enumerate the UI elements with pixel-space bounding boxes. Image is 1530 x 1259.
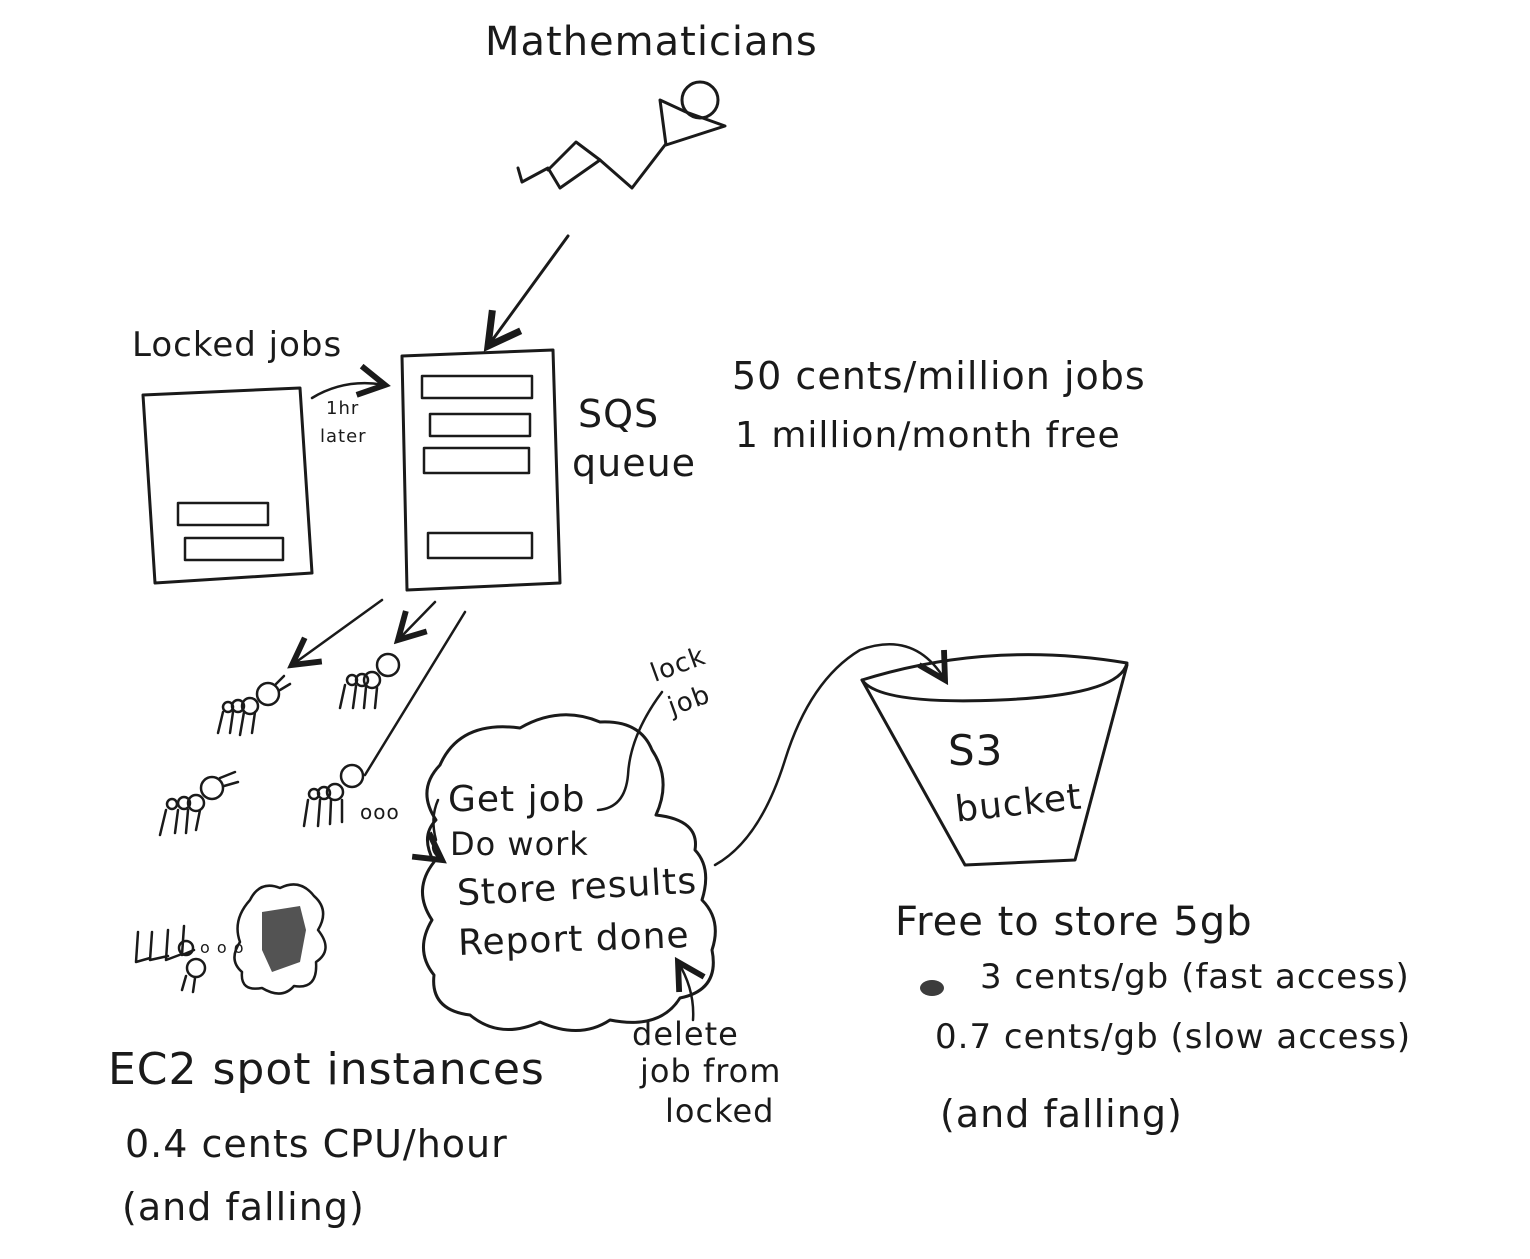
delete-arrow — [678, 962, 693, 1022]
sqs-price-line2: 1 million/month free — [735, 415, 1121, 456]
delete-note-line2: job from — [640, 1052, 782, 1090]
sqs-label-line2: queue — [572, 441, 697, 485]
mathematicians-label: Mathematicians — [485, 19, 818, 65]
scribble-bullet-icon — [920, 980, 944, 996]
sqs-price-line1: 50 cents/million jobs — [732, 354, 1146, 398]
workflow-step-report-done: Report done — [457, 914, 691, 965]
requeue-arrow — [310, 383, 385, 400]
worker-group-3-icon — [158, 770, 240, 837]
locked-jobs-box — [141, 386, 314, 585]
worker-group-2-icon — [338, 652, 401, 710]
delete-note-line3: locked — [665, 1092, 775, 1130]
ec2-crashed-dots: o o o — [200, 938, 245, 957]
workflow-cloud — [421, 713, 717, 1032]
dispatch-arrow-1 — [292, 598, 384, 665]
ec2-title: EC2 spot instances — [108, 1044, 545, 1095]
sqs-label-line1: SQS — [578, 392, 660, 436]
s3-free-label: Free to store 5gb — [895, 899, 1253, 945]
workflow-step-do-work: Do work — [450, 825, 589, 863]
lock-job-pointer — [596, 690, 664, 812]
crashed-worker-icon — [134, 924, 207, 994]
s3-fast-access-price: 3 cents/gb (fast access) — [980, 957, 1410, 997]
locked-jobs-label: Locked jobs — [132, 325, 343, 365]
store-results-arrow — [713, 643, 945, 867]
sqs-queue-box — [400, 348, 562, 592]
dispatch-arrow-3 — [363, 610, 467, 777]
loop-brace — [433, 798, 442, 860]
ec2-worker-dots: ooo — [360, 800, 400, 824]
workflow-step-get-job: Get job — [448, 779, 586, 820]
delete-note-line1: delete — [632, 1015, 739, 1053]
requeue-note-line2: later — [320, 426, 367, 447]
ec2-price: 0.4 cents CPU/hour — [125, 1122, 508, 1166]
s3-slow-access-price: 0.7 cents/gb (slow access) — [935, 1017, 1412, 1057]
mathematician-figure-icon — [516, 80, 727, 190]
s3-falling-note: (and falling) — [940, 1092, 1183, 1136]
ec2-falling-note: (and falling) — [122, 1185, 365, 1229]
s3-bucket-icon — [860, 653, 1129, 867]
submit-arrow — [488, 234, 570, 346]
explosion-cloud-icon — [233, 883, 327, 995]
dispatch-arrow-2 — [398, 600, 437, 640]
s3-label-line1: S3 — [948, 726, 1004, 775]
requeue-note-line1: 1hr — [326, 398, 360, 419]
worker-group-4-icon — [302, 763, 365, 828]
worker-group-1-icon — [216, 674, 292, 737]
